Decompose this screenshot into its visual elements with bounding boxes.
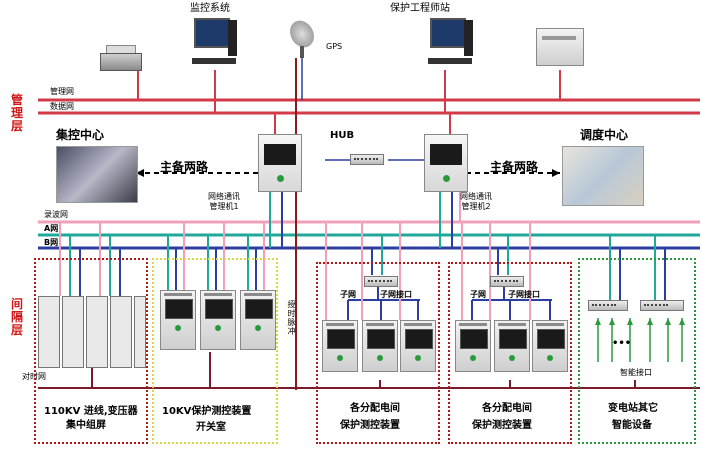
smart-port-label: 智能接口 (620, 368, 652, 377)
dual-route-left-label: 主备两路 (160, 160, 209, 174)
smart-switch (640, 300, 684, 311)
zone3-caption-2: 保护测控装置 (340, 420, 400, 431)
zone2-caption-2: 开关室 (196, 422, 226, 433)
laser-printer-icon (536, 28, 584, 68)
hub-device (350, 154, 384, 165)
dispatch-center-title: 调度中心 (580, 128, 629, 142)
control-center-photo (56, 146, 138, 203)
engineer-station-title: 保护工程师站 (390, 3, 450, 14)
monitor-system-title: 监控系统 (190, 3, 230, 14)
subnet-switch (490, 276, 524, 287)
interval-layer-label: 间隔层 (10, 297, 23, 337)
zone5-caption-2: 智能设备 (612, 420, 652, 431)
subnet-label: 子网 (340, 290, 356, 299)
zone-smart-devices (578, 258, 696, 444)
protection-unit (532, 320, 568, 372)
protection-unit (322, 320, 358, 372)
dispatch-center-photo (562, 146, 644, 206)
zone3-caption-1: 各分配电间 (350, 403, 400, 414)
zone-110kv (34, 258, 148, 444)
gps-label: GPS (326, 42, 343, 51)
protection-unit (240, 290, 276, 350)
protection-unit (362, 320, 398, 372)
zone1-caption-1: 110KV 进线,变压器 (44, 406, 138, 417)
a-net-label: A网 (44, 224, 59, 233)
zone-distribution-2 (448, 262, 572, 444)
subnet-switch (364, 276, 398, 287)
zone-distribution-1 (316, 262, 440, 444)
protection-unit (200, 290, 236, 350)
gps-pulse-label: 授时脉冲 (287, 300, 296, 336)
cabinet (62, 296, 84, 368)
control-center-title: 集控中心 (56, 128, 105, 142)
ellipsis-dots: ••• (612, 338, 632, 349)
subnet-port-label: 子网接口 (508, 290, 540, 299)
hub-label: HUB (330, 130, 355, 141)
zone4-caption-1: 各分配电间 (482, 403, 532, 414)
zone-10kv (152, 258, 278, 444)
engineer-computer-icon (428, 18, 474, 70)
data-net-label: 数据网 (50, 102, 74, 111)
subnet-port-label: 子网接口 (380, 290, 412, 299)
protection-unit (160, 290, 196, 350)
monitor-computer-icon (192, 18, 238, 70)
mgmt-net-label: 管理网 (50, 87, 74, 96)
zone5-caption-1: 变电站其它 (608, 403, 658, 414)
cabinet (86, 296, 108, 368)
printer-icon (100, 45, 142, 71)
protection-unit (400, 320, 436, 372)
zone4-caption-2: 保护测控装置 (472, 420, 532, 431)
dual-route-right-label: 主备两路 (490, 160, 539, 174)
gps-dish-icon (285, 16, 319, 58)
sync-net-label: 录波网 (44, 210, 68, 219)
nmu1-label: 网络通讯 管理机1 (208, 192, 240, 211)
network-management-unit-2 (424, 134, 468, 192)
cabinet (134, 296, 146, 368)
cabinet (110, 296, 132, 368)
smart-switch (588, 300, 628, 311)
nmu2-label: 网络通讯 管理机2 (460, 192, 492, 211)
subnet-label: 子网 (470, 290, 486, 299)
management-layer-label: 管理层 (10, 93, 23, 133)
b-net-label: B网 (44, 238, 59, 247)
zone1-caption-2: 集中组屏 (66, 420, 106, 431)
zone2-caption-1: 10KV保护测控装置 (162, 406, 252, 417)
cabinet (38, 296, 60, 368)
protection-unit (455, 320, 491, 372)
protection-unit (494, 320, 530, 372)
network-management-unit-1 (258, 134, 302, 192)
